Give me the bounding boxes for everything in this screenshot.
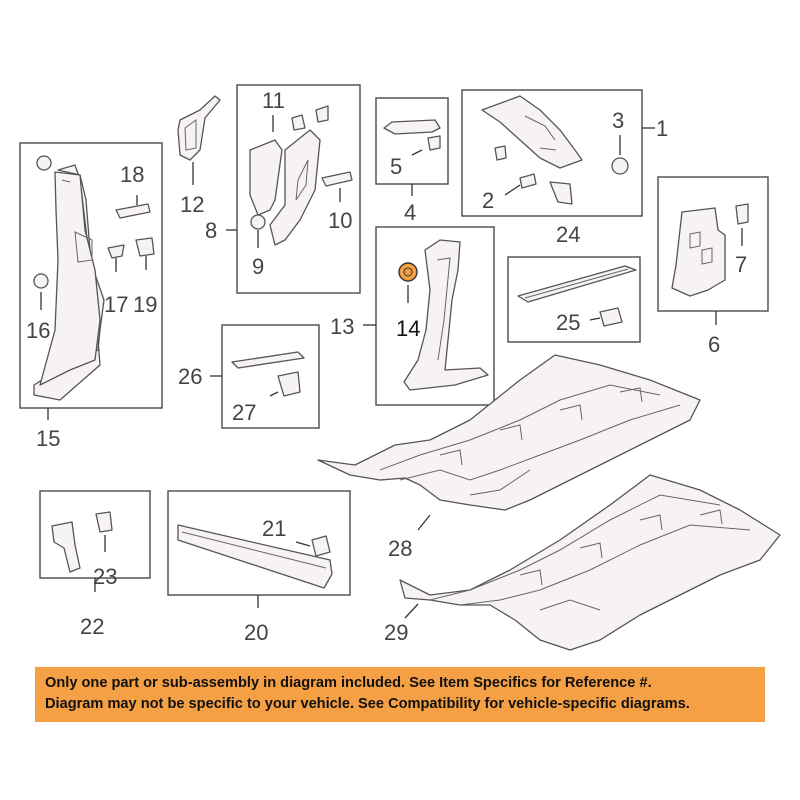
part-29-floor-carpet <box>399 474 781 651</box>
group-13-box <box>375 226 495 406</box>
part-10-handle <box>321 171 353 187</box>
part-15-panel <box>39 171 101 386</box>
part-29-ribs <box>429 494 751 611</box>
callout-18: 18 <box>120 162 144 187</box>
part-11-pillar-left <box>249 139 283 216</box>
part-16-clip-top <box>36 155 52 171</box>
callout-1: 1 <box>656 116 668 141</box>
part-7-clip <box>735 203 749 225</box>
group-24: 24 25 <box>507 222 641 343</box>
callout-6: 6 <box>708 332 720 357</box>
callout-27: 27 <box>232 400 256 425</box>
callout-20: 20 <box>244 620 268 645</box>
callout-22: 22 <box>80 614 104 639</box>
group-6: 7 6 <box>657 176 769 357</box>
callout-11: 11 <box>262 88 285 113</box>
part-5-handle <box>383 119 441 135</box>
group-1-box <box>461 89 643 217</box>
part-23-clip <box>95 511 113 533</box>
part-28-ribs <box>379 384 681 496</box>
part-28-floor-carpet <box>317 354 701 511</box>
disclaimer-line-1: Only one part or sub-assembly in diagram… <box>45 675 652 691</box>
callout-25: 25 <box>556 310 580 335</box>
group-6-box <box>657 176 769 312</box>
group-20: 21 20 <box>167 490 351 645</box>
callout-17: 17 <box>104 292 128 317</box>
part-27-clip <box>277 371 301 397</box>
callout-5: 5 <box>390 154 402 179</box>
group-15: 18 16 17 19 15 <box>19 142 163 451</box>
callout-2: 2 <box>482 188 494 213</box>
callout-19: 19 <box>133 292 157 317</box>
part-22-bracket <box>51 521 81 573</box>
group-26: 26 27 <box>178 324 320 429</box>
part-26-sill-plate <box>231 351 305 369</box>
callout-29: 29 <box>384 620 408 645</box>
callout-14: 14 <box>396 316 420 341</box>
part-9-clip <box>250 214 266 230</box>
group-22: 23 22 <box>39 490 151 639</box>
part-17-clip <box>107 244 125 259</box>
callout-12: 12 <box>180 192 204 217</box>
part-18-handle <box>115 203 151 219</box>
callout-26: 26 <box>178 364 202 389</box>
part-16-clip <box>33 273 49 289</box>
disclaimer-line-2: Diagram may not be specific to your vehi… <box>45 696 690 712</box>
callout-21: 21 <box>262 516 286 541</box>
callout-24: 24 <box>556 222 580 247</box>
callout-8: 8 <box>205 218 217 243</box>
part-12-handle <box>177 95 221 161</box>
part-1-trim <box>481 95 583 169</box>
group-15-box <box>19 142 163 409</box>
callout-15: 15 <box>36 426 60 451</box>
floor-panels: 28 29 <box>317 354 781 651</box>
callout-4: 4 <box>404 200 416 225</box>
part-20-sill <box>177 524 333 589</box>
group-24-box <box>507 256 641 343</box>
group-1: 3 2 1 <box>461 89 668 217</box>
part-25-clip <box>599 307 623 327</box>
callout-9: 9 <box>252 254 264 279</box>
callout-13: 13 <box>330 314 354 339</box>
part-11-pillar-right <box>269 129 321 246</box>
part-19-clip <box>135 237 155 257</box>
disclaimer-banner: Only one part or sub-assembly in diagram… <box>35 667 765 722</box>
group-4: 5 4 <box>375 97 449 225</box>
callout-23: 23 <box>93 564 117 589</box>
group-20-box <box>167 490 351 596</box>
part-13-pillar <box>403 239 489 391</box>
group-8: 11 10 9 8 <box>205 84 361 294</box>
callout-7: 7 <box>735 252 747 277</box>
group-8-box <box>236 84 361 294</box>
group-13: 14 13 <box>330 226 495 406</box>
part-2-clip <box>519 173 537 189</box>
callout-3: 3 <box>612 108 624 133</box>
part-14-grommet <box>398 262 418 282</box>
callout-28: 28 <box>388 536 412 561</box>
callout-16: 16 <box>26 318 50 343</box>
callout-10: 10 <box>328 208 352 233</box>
part-21-clip <box>311 535 331 557</box>
group-12: 12 <box>177 95 221 217</box>
part-3-clip <box>611 157 629 175</box>
part-6-trim <box>671 207 726 297</box>
